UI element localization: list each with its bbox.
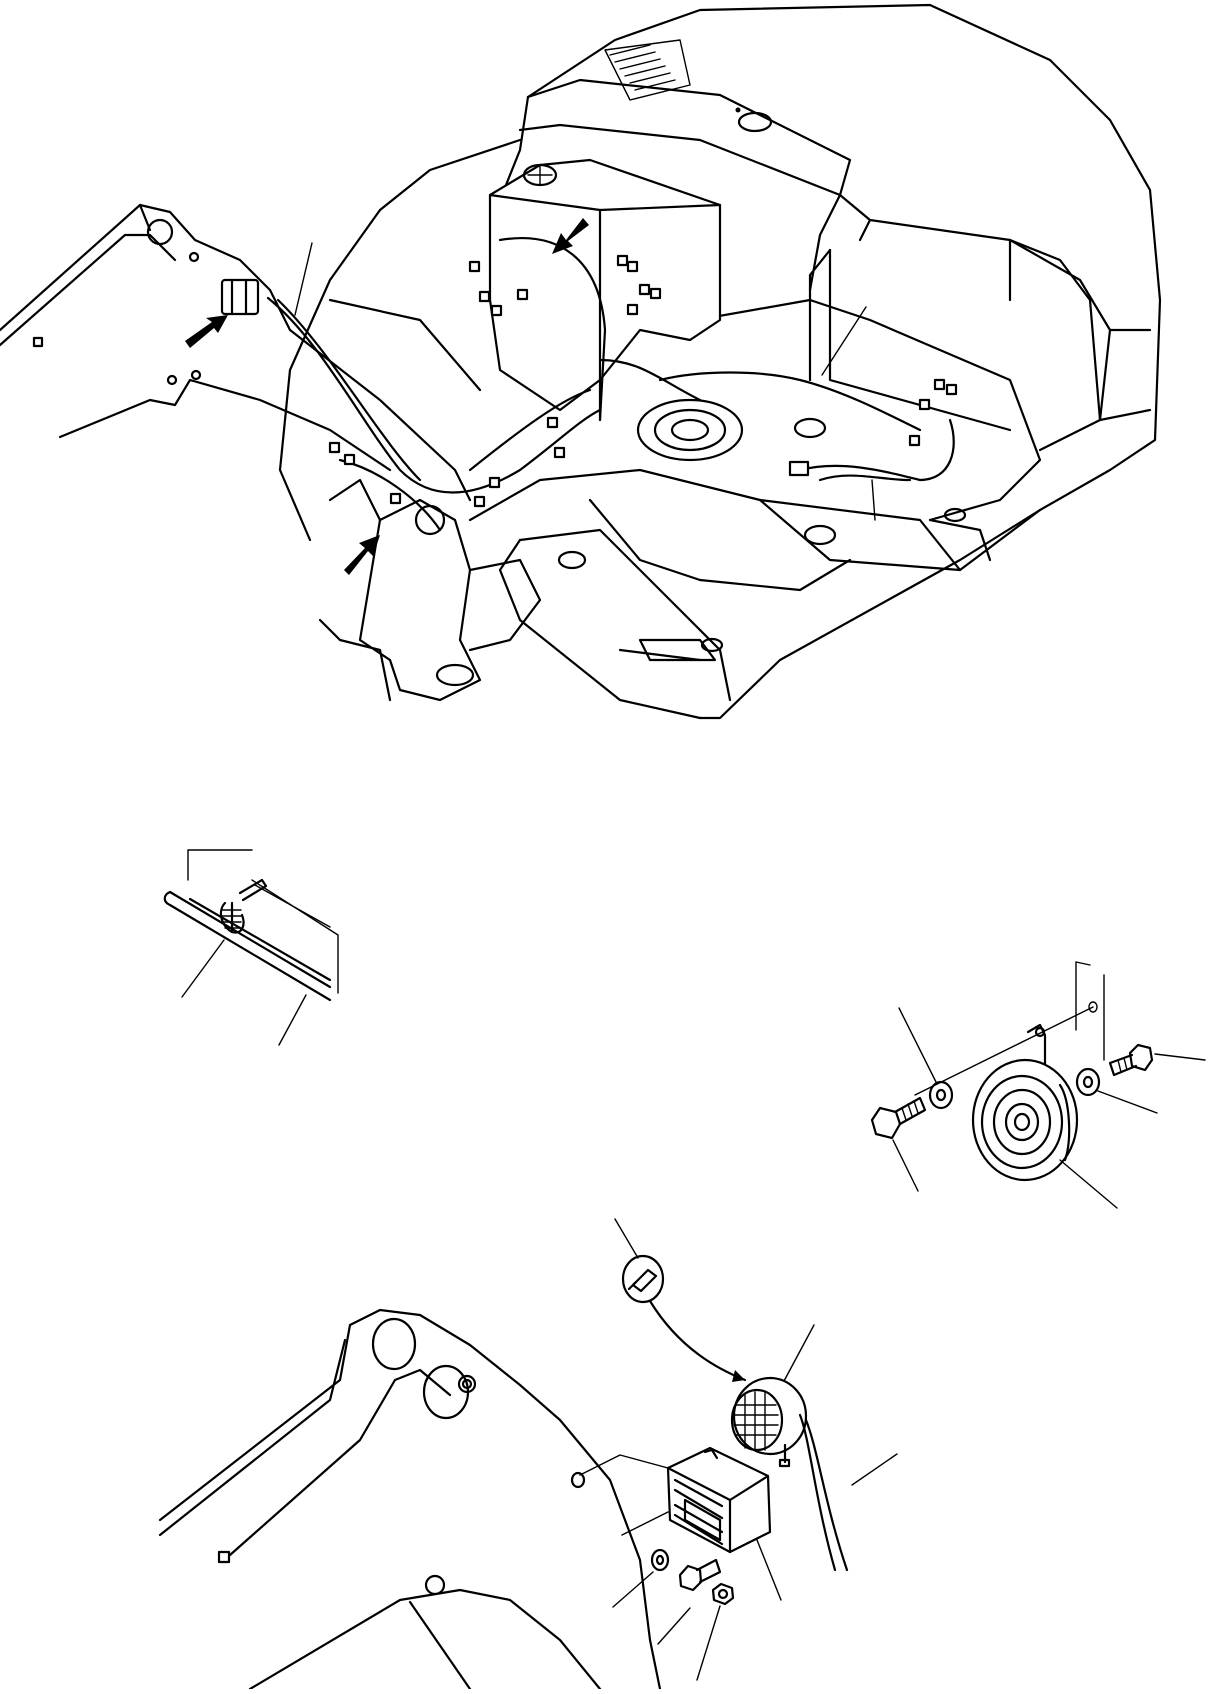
machine-overview-view	[0, 3, 1162, 720]
washer-left	[928, 1080, 954, 1110]
lamp-nut	[711, 1582, 735, 1606]
boom-lamp-detail-view	[158, 1218, 898, 1691]
bolt-right	[1108, 1043, 1154, 1077]
bulb-inset	[621, 1254, 747, 1382]
boom-bracket	[318, 478, 542, 702]
bolt-left	[870, 1096, 927, 1140]
horn	[971, 1023, 1079, 1182]
tank-box	[488, 158, 722, 422]
arrow-icon	[552, 218, 589, 254]
revolving-frame	[278, 3, 1162, 720]
work-lamp	[730, 1376, 849, 1572]
boom-lower	[158, 1308, 662, 1691]
horn-detail-view	[870, 961, 1206, 1209]
clamp-detail-view	[163, 849, 339, 1046]
engine-hood-louvers	[604, 39, 691, 101]
lamp-bolt	[678, 1558, 722, 1592]
washer-right	[1075, 1067, 1101, 1097]
lamp-callout-leaders	[612, 1218, 898, 1681]
machine-callout-leaders	[294, 242, 876, 521]
arrow-icon	[344, 535, 380, 575]
boom	[0, 203, 472, 502]
relay-box	[666, 1446, 772, 1554]
cable-tie	[219, 878, 268, 934]
connector-blocks	[220, 254, 958, 508]
horn-callout-leaders	[892, 1007, 1206, 1209]
clamp-callout-leaders	[181, 939, 307, 1046]
lamp-washer	[650, 1548, 670, 1572]
location-arrows	[185, 218, 589, 575]
wiring-harness	[220, 237, 958, 532]
arrow-icon	[185, 315, 228, 348]
